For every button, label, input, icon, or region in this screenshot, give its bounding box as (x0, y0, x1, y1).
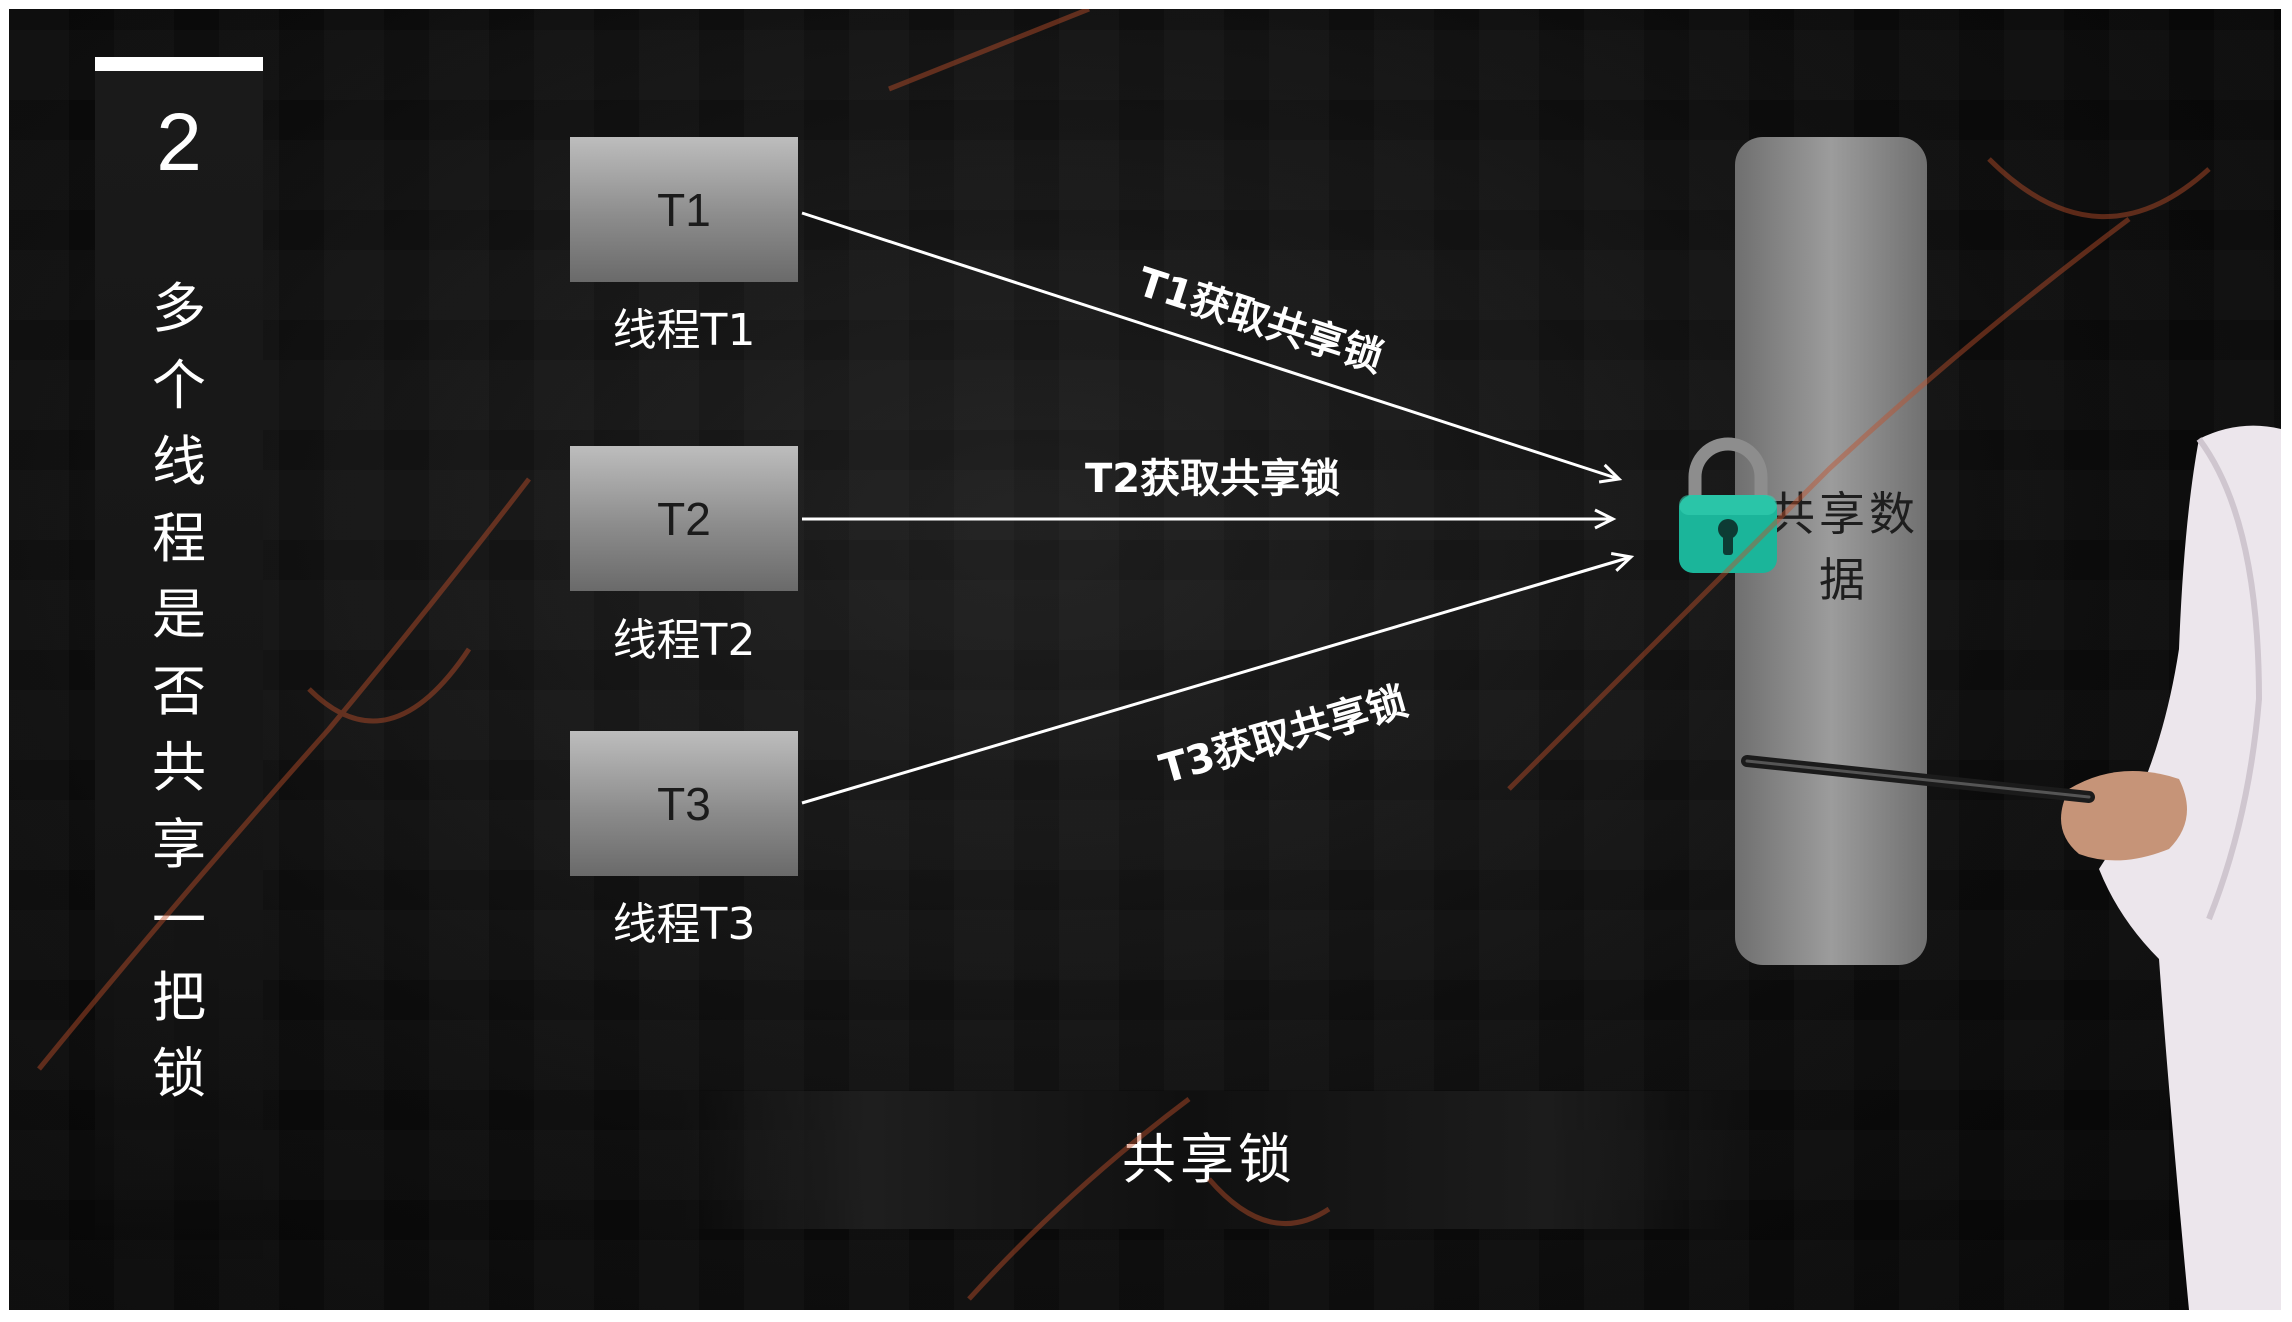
section-number: 2 (156, 97, 202, 188)
section-sidebar (95, 69, 263, 1259)
thread-caption-t3: 线程T3 (612, 899, 756, 950)
section-title: 多个线程是否共享一把锁 (152, 277, 206, 1105)
arrow-t3 (801, 552, 1635, 805)
arrow-layer (801, 211, 1635, 805)
lock-icon (1679, 437, 1777, 573)
arrow-t1 (801, 211, 1623, 484)
thread-caption-t2: 线程T2 (612, 615, 756, 666)
shared-data-label: 共享数据 (1769, 487, 1919, 607)
thread-box-t2: T2 (570, 446, 798, 591)
thread-caption-t1: 线程T1 (612, 305, 756, 356)
bottom-title-band (681, 1091, 1737, 1229)
presenter-figure (1741, 425, 2281, 1310)
arrow-label-t2: T2获取共享锁 (1085, 456, 1341, 502)
bottom-title: 共享锁 (1122, 1128, 1296, 1191)
section-accent-line (95, 57, 263, 71)
thread-box-t3: T3 (570, 731, 798, 876)
slide: 2 多个线程是否共享一把锁 T1 线程T1 T2 线程T2 T3 线程T3 共享… (9, 9, 2281, 1310)
thread-box-t1: T1 (570, 137, 798, 282)
